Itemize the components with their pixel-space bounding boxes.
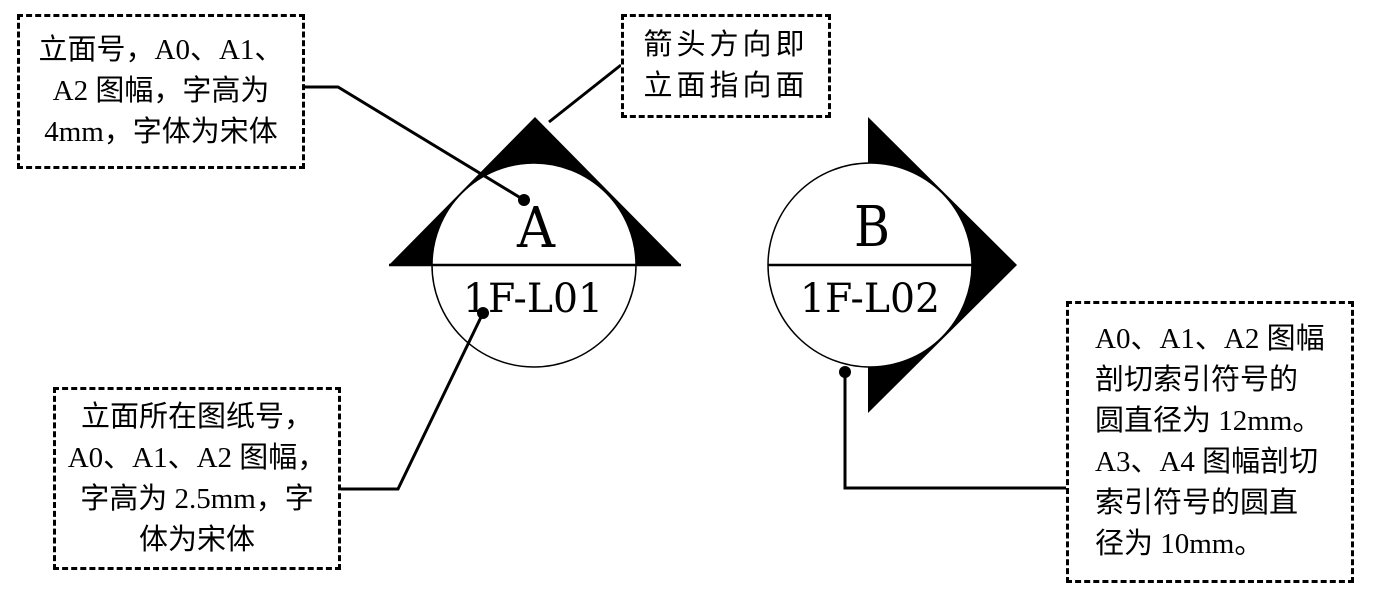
note-line: 径为 10mm。 xyxy=(1095,528,1264,560)
note-line: 立面指向面 xyxy=(643,70,809,102)
leader-dot xyxy=(477,307,489,319)
note-sheet-number: 立面所在图纸号， A0、A1、A2 图幅， 字高为 2.5mm，字 体为宋体 xyxy=(53,387,341,570)
leader-elevation-id xyxy=(303,85,530,206)
note-line: 4mm，字体为宋体 xyxy=(44,116,278,148)
leader-circle-diameter xyxy=(839,366,1067,490)
note-line: 体为宋体 xyxy=(138,523,255,556)
note-line: 箭头方向即 xyxy=(643,29,809,61)
note-line: 剖切索引符号的 xyxy=(1095,364,1299,396)
leader-dot xyxy=(839,366,851,378)
note-line: A0、A1、A2 图幅 xyxy=(1095,323,1325,355)
note-line: A2 图幅，字高为 xyxy=(52,75,270,107)
note-line: A3、A4 图幅剖切 xyxy=(1095,446,1319,478)
note-line: 索引符号的圆直 xyxy=(1095,487,1299,519)
note-line: 字高为 2.5mm，字 xyxy=(80,482,314,515)
symbol-letter-a: A xyxy=(516,196,555,261)
elevation-symbol-b: B 1F-L02 xyxy=(767,117,1017,413)
note-line: 圆直径为 12mm。 xyxy=(1095,405,1322,437)
symbol-letter-b: B xyxy=(854,195,890,260)
note-line: 立面号，A0、A1、 xyxy=(38,34,284,66)
note-line: 立面所在图纸号， xyxy=(80,400,313,433)
elevation-symbol-a: A 1F-L01 xyxy=(389,117,681,368)
leader-sheet-number xyxy=(340,307,489,491)
leader-dot xyxy=(518,194,530,206)
note-arrow-direction: 箭头方向即 立面指向面 xyxy=(621,14,831,118)
symbol-sheet-b: 1F-L02 xyxy=(800,276,940,322)
note-circle-diameter: A0、A1、A2 图幅 剖切索引符号的 圆直径为 12mm。 A3、A4 图幅剖… xyxy=(1066,301,1354,583)
note-line: A0、A1、A2 图幅， xyxy=(67,441,327,474)
note-elevation-id: 立面号，A0、A1、 A2 图幅，字高为 4mm，字体为宋体 xyxy=(17,14,305,169)
leader-arrow-direction xyxy=(548,63,622,124)
